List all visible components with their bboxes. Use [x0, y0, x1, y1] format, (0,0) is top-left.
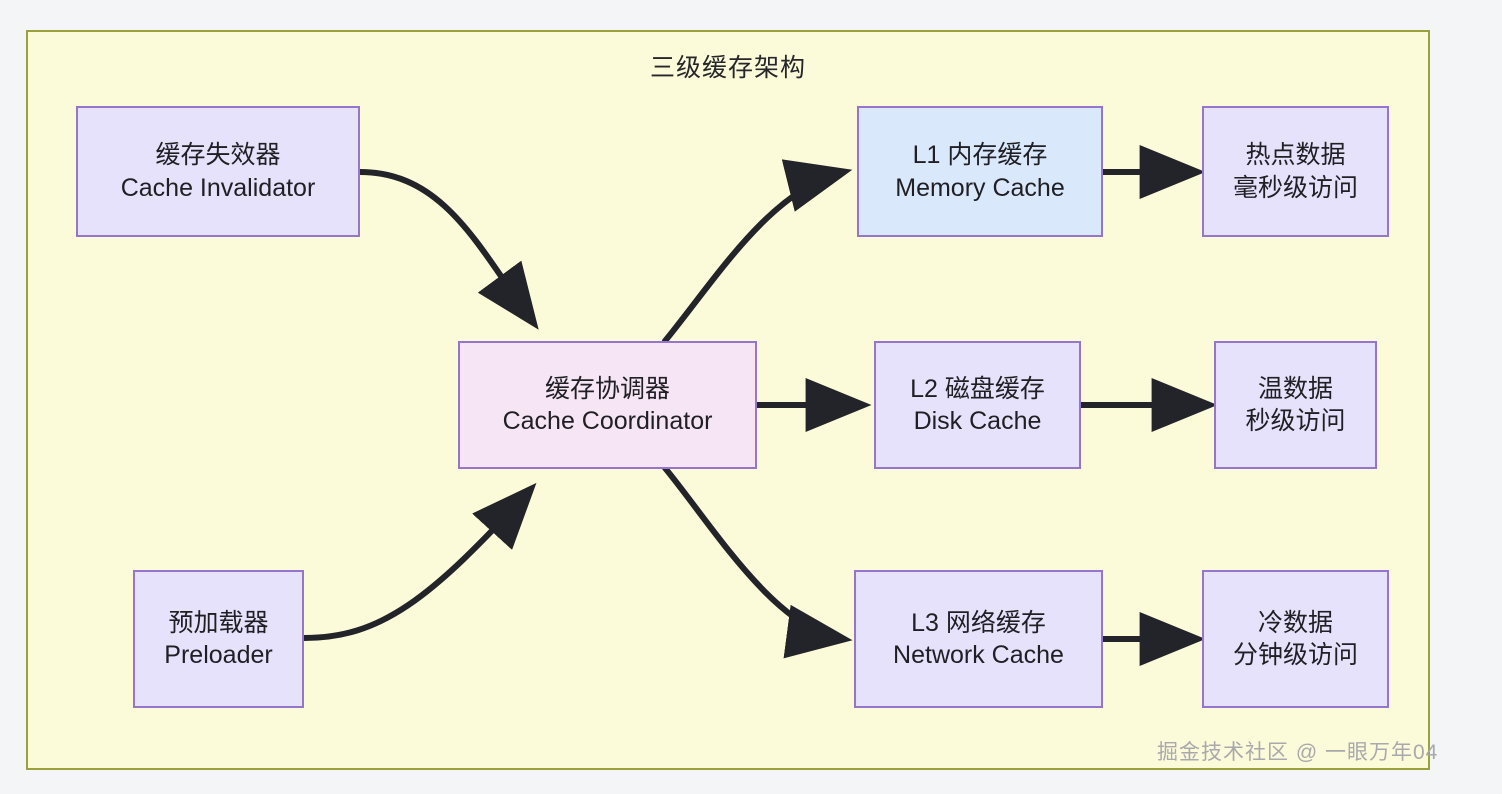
node-label-en: 分钟级访问 — [1232, 641, 1358, 669]
node-label-cn: 缓存失效器 — [155, 141, 281, 169]
node-cold-data[interactable]: 冷数据 分钟级访问 — [1202, 570, 1389, 708]
node-preloader[interactable]: 预加载器 Preloader — [133, 570, 304, 708]
node-cache-invalidator[interactable]: 缓存失效器 Cache Invalidator — [76, 106, 360, 237]
node-label-en: Cache Invalidator — [120, 173, 316, 202]
node-label-en: Preloader — [164, 641, 273, 669]
node-label-cn: L2 磁盘缓存 — [910, 374, 1045, 403]
node-warm-data[interactable]: 温数据 秒级访问 — [1214, 341, 1377, 469]
node-label-en: Network Cache — [893, 641, 1064, 669]
node-label-en: 毫秒级访问 — [1232, 173, 1358, 202]
node-hot-data[interactable]: 热点数据 毫秒级访问 — [1202, 106, 1389, 237]
node-label-cn: L3 网络缓存 — [911, 608, 1046, 637]
node-label-en: Disk Cache — [913, 407, 1042, 435]
diagram-title: 三级缓存架构 — [649, 54, 806, 82]
node-label-cn: 热点数据 — [1245, 141, 1346, 169]
node-cache-coordinator[interactable]: 缓存协调器 Cache Coordinator — [458, 341, 757, 469]
watermark-text: 掘金技术社区 @ 一眼万年04 — [1157, 741, 1439, 764]
node-l2-disk-cache[interactable]: L2 磁盘缓存 Disk Cache — [874, 341, 1081, 469]
node-label-cn: L1 内存缓存 — [912, 141, 1048, 169]
node-label-cn: 温数据 — [1257, 374, 1333, 403]
node-label-en: 秒级访问 — [1245, 407, 1346, 435]
node-label-cn: 预加载器 — [168, 608, 269, 637]
node-l3-network-cache[interactable]: L3 网络缓存 Network Cache — [854, 570, 1103, 708]
node-l1-memory-cache[interactable]: L1 内存缓存 Memory Cache — [857, 106, 1103, 237]
node-label-en: Cache Coordinator — [502, 407, 713, 435]
node-label-cn: 缓存协调器 — [544, 374, 670, 403]
node-label-en: Memory Cache — [895, 173, 1065, 202]
node-label-cn: 冷数据 — [1257, 608, 1333, 637]
